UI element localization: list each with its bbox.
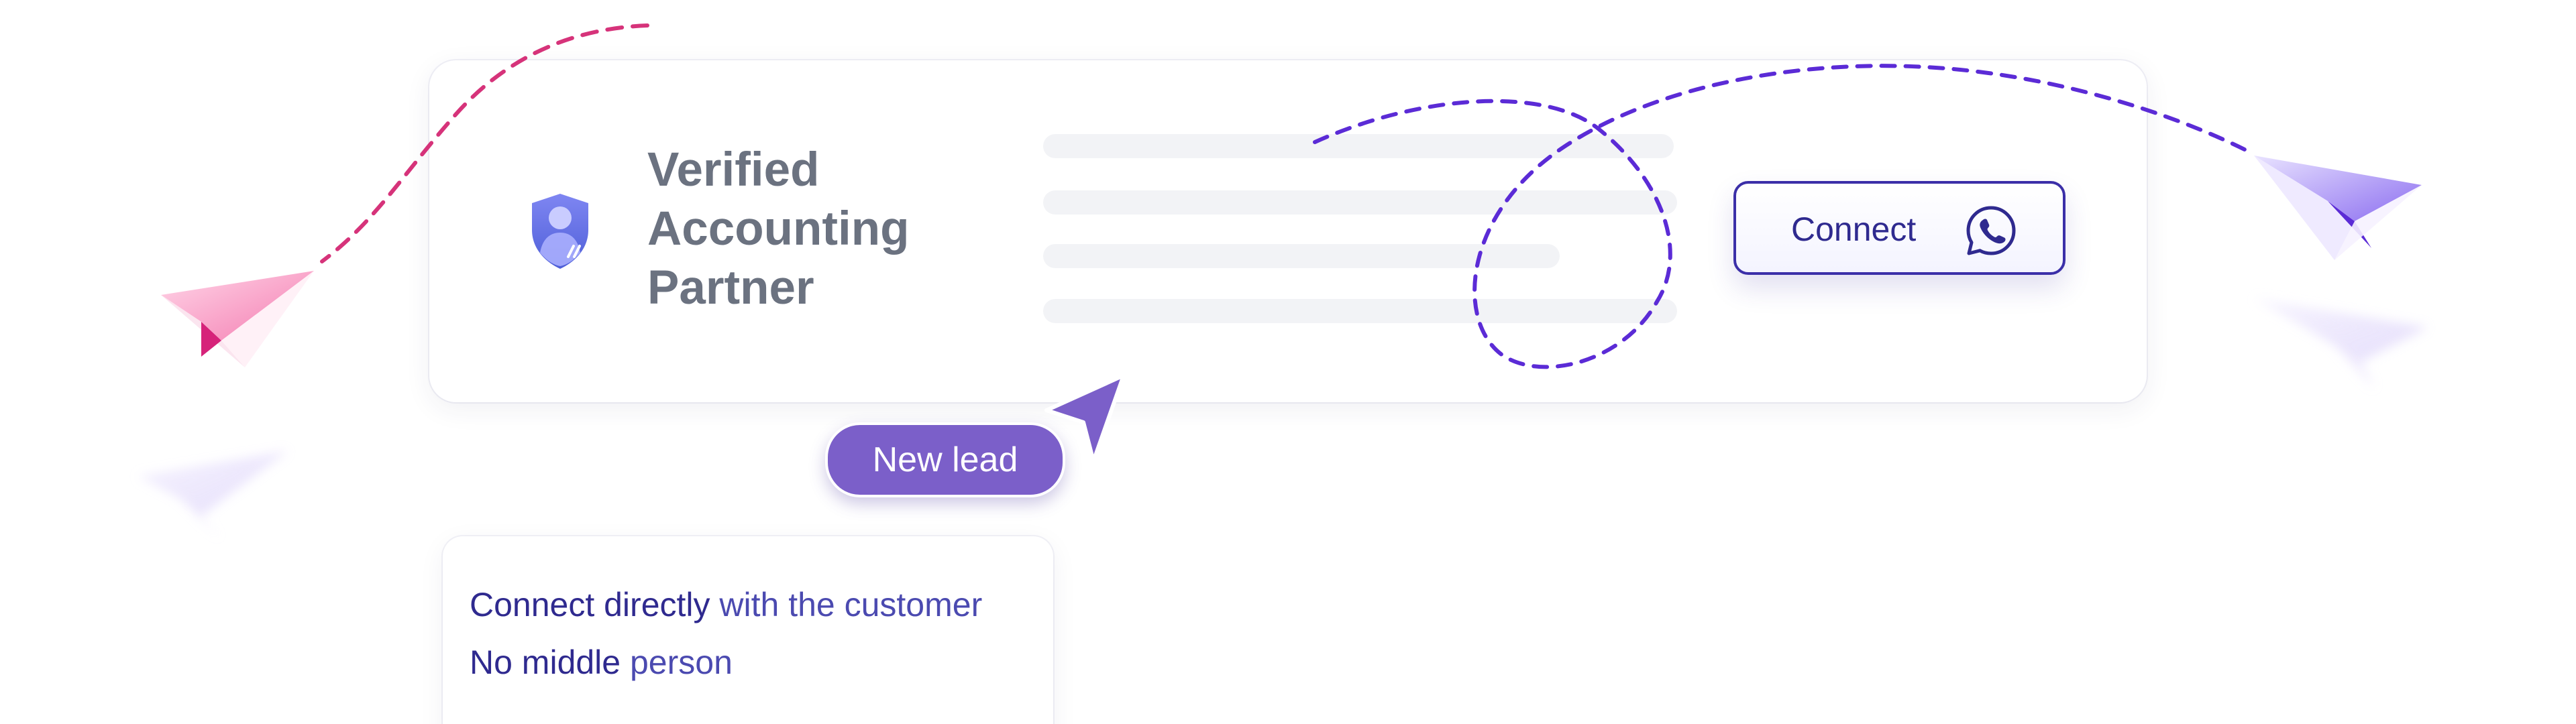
paper-plane-pink-icon	[161, 271, 314, 367]
title-line: Partner	[647, 261, 814, 314]
info-text-strong: Connect directly	[470, 586, 710, 623]
partner-title: Verified Accounting Partner	[647, 141, 1023, 318]
info-text-soft: with the customer	[710, 586, 983, 623]
new-lead-badge[interactable]: New lead	[825, 422, 1065, 497]
connect-label: Connect	[1791, 210, 1917, 248]
paper-plane-purple-icon	[2254, 156, 2422, 260]
info-card: Connect directly with the customer No mi…	[443, 536, 1053, 724]
placeholder-line	[1043, 134, 1674, 158]
paper-plane-faded-icon	[138, 450, 288, 540]
info-text-soft: person	[621, 644, 733, 681]
shield-user-icon	[532, 194, 588, 269]
info-text-strong: No middle	[470, 644, 621, 681]
connect-button[interactable]: Connect	[1733, 181, 2065, 275]
title-line: Verified	[647, 143, 820, 196]
title-line: Accounting	[647, 202, 910, 255]
paper-plane-faded-icon	[2254, 298, 2428, 389]
placeholder-line	[1043, 190, 1677, 215]
placeholder-line	[1043, 244, 1560, 268]
info-line-connect: Connect directly with the customer	[470, 583, 982, 626]
info-line-middle: No middle person	[470, 641, 733, 684]
placeholder-line	[1043, 299, 1677, 323]
whatsapp-icon	[1966, 206, 2016, 255]
